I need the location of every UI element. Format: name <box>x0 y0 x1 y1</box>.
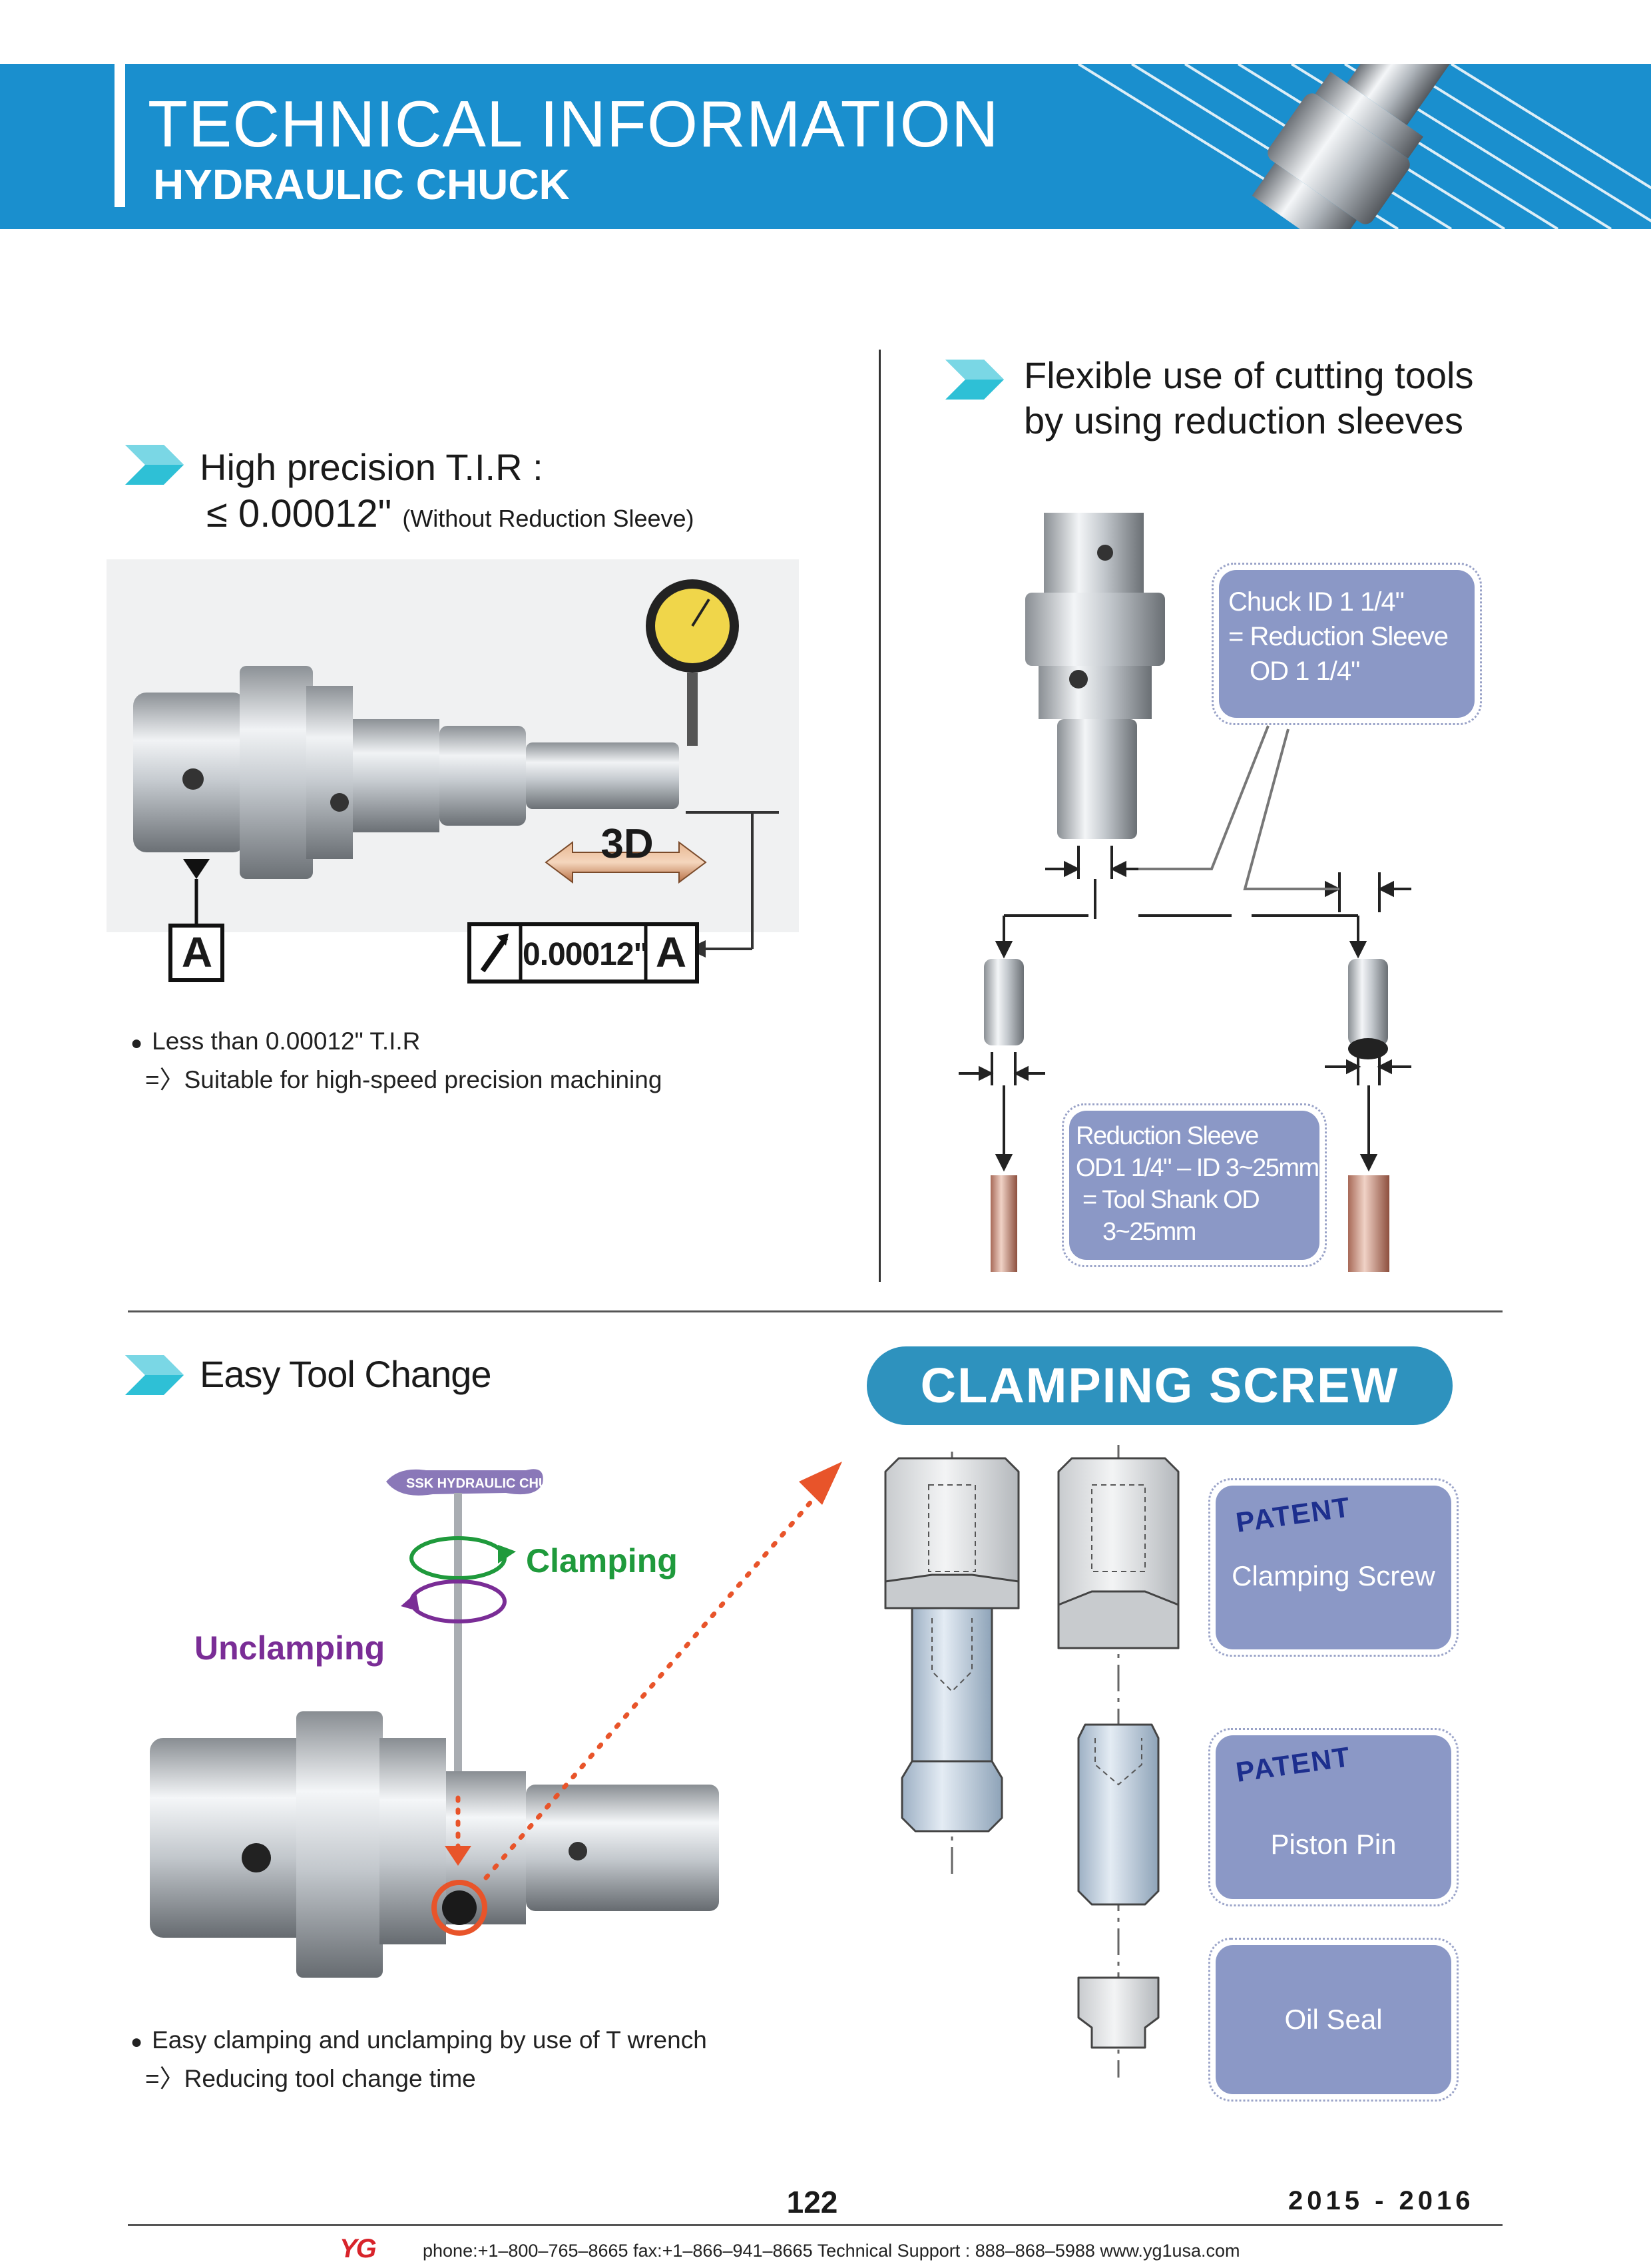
oil-seal-card-frame: Oil Seal <box>1208 1938 1459 2102</box>
tir-heading-line2: ≤ 0.00012" (Without Reduction Sleeve) <box>206 491 694 536</box>
bullet-dot-icon: ● <box>130 1032 143 1054</box>
patent-badge-1: PATENT <box>1234 1491 1353 1538</box>
page-number: 122 <box>786 2185 838 2219</box>
page-header <box>0 64 1651 229</box>
chevron-icon <box>125 1355 184 1395</box>
t-wrench-diagram <box>150 1462 842 1978</box>
le-symbol: ≤ <box>206 492 228 535</box>
wrench-label: SSK HYDRAULIC CHUCK <box>406 1476 568 1491</box>
clamping-screw-card: PATENT Clamping Screw <box>1216 1486 1451 1649</box>
sleeve-box: Reduction Sleeve OD1 1/4" – ID 3~25mm = … <box>1069 1111 1319 1260</box>
patent-badge-2: PATENT <box>1234 1741 1353 1788</box>
chuck-id-line1: Chuck ID 1 1/4" <box>1228 587 1405 617</box>
tolerance-value: 0.00012" <box>523 937 648 972</box>
oil-seal-label: Oil Seal <box>1284 2004 1383 2035</box>
header-accent-bar <box>115 64 125 207</box>
tir-bullet-text-1: Less than 0.00012" T.I.R <box>152 1027 421 1055</box>
sleeve-line3: = Tool Shank OD <box>1082 1186 1260 1214</box>
tir-bullet-2: =〉Suitable for high-speed precision mach… <box>145 1066 662 1093</box>
clamping-label: Clamping <box>526 1542 678 1579</box>
sleeve-line2: OD1 1/4" – ID 3~25mm <box>1076 1154 1319 1182</box>
chuck-header-image <box>1252 64 1457 229</box>
clamping-screw-banner: CLAMPING SCREW <box>867 1346 1453 1425</box>
footer-rule <box>128 2224 1503 2226</box>
clamping-screw-card-frame: PATENT Clamping Screw <box>1208 1478 1459 1657</box>
chuck-id-box-frame: Chuck ID 1 1/4" = Reduction Sleeve OD 1 … <box>1212 563 1482 725</box>
chuck-id-box: Chuck ID 1 1/4" = Reduction Sleeve OD 1 … <box>1219 570 1475 718</box>
chevron-icon <box>945 360 1004 400</box>
clamping-screw-drawings <box>884 1445 1180 2078</box>
flex-heading-line2: by using reduction sleeves <box>1024 400 1463 441</box>
chuck-id-line3: OD 1 1/4" <box>1250 657 1360 686</box>
yg-logo: YG <box>340 2234 377 2263</box>
catalog-years: 2015 - 2016 <box>1288 2186 1475 2215</box>
tolerance-datum: A <box>655 928 687 976</box>
depth-3d-label: 3D <box>600 821 654 867</box>
chevron-icon <box>125 445 184 485</box>
sleeve-box-frame: Reduction Sleeve OD1 1/4" – ID 3~25mm = … <box>1062 1103 1327 1267</box>
unclamping-label: Unclamping <box>194 1629 385 1667</box>
bullet-dot-icon: ● <box>130 2031 143 2053</box>
sleeve-line4: 3~25mm <box>1102 1218 1196 1246</box>
easy-bullet-2: =〉Reducing tool change time <box>145 2065 476 2092</box>
piston-pin-label: Piston Pin <box>1270 1829 1397 1860</box>
section-divider <box>128 1310 1503 1312</box>
tir-measurement-diagram <box>107 559 799 984</box>
tir-value: 0.00012" <box>238 492 392 535</box>
tir-bullet-1: ● Less than 0.00012" T.I.R <box>130 1022 420 1063</box>
page-title: TECHNICAL INFORMATION <box>148 87 999 160</box>
column-divider <box>879 350 881 1282</box>
sleeve-line1: Reduction Sleeve <box>1076 1122 1259 1150</box>
datum-label: A <box>181 928 213 976</box>
tir-note: (Without Reduction Sleeve) <box>402 505 694 532</box>
clamping-screw-label: Clamping Screw <box>1232 1560 1435 1591</box>
oil-seal-card: Oil Seal <box>1216 1945 1451 2094</box>
easy-bullet-1: ● Easy clamping and unclamping by use of … <box>130 2021 707 2062</box>
page-subtitle: HYDRAULIC CHUCK <box>153 160 570 208</box>
chuck-id-line2: = Reduction Sleeve <box>1228 622 1449 651</box>
piston-pin-card: PATENT Piston Pin <box>1216 1735 1451 1899</box>
contact-line: phone:+1–800–765–8665 fax:+1–866–941–866… <box>423 2241 1240 2261</box>
easy-bullet-text-1: Easy clamping and unclamping by use of T… <box>152 2026 707 2054</box>
tir-heading: High precision T.I.R : <box>200 446 543 488</box>
flex-heading-line1: Flexible use of cutting tools <box>1024 354 1474 396</box>
piston-pin-card-frame: PATENT Piston Pin <box>1208 1728 1459 1906</box>
easy-heading: Easy Tool Change <box>200 1353 491 1395</box>
reduction-sleeve-diagram <box>959 513 1411 1272</box>
